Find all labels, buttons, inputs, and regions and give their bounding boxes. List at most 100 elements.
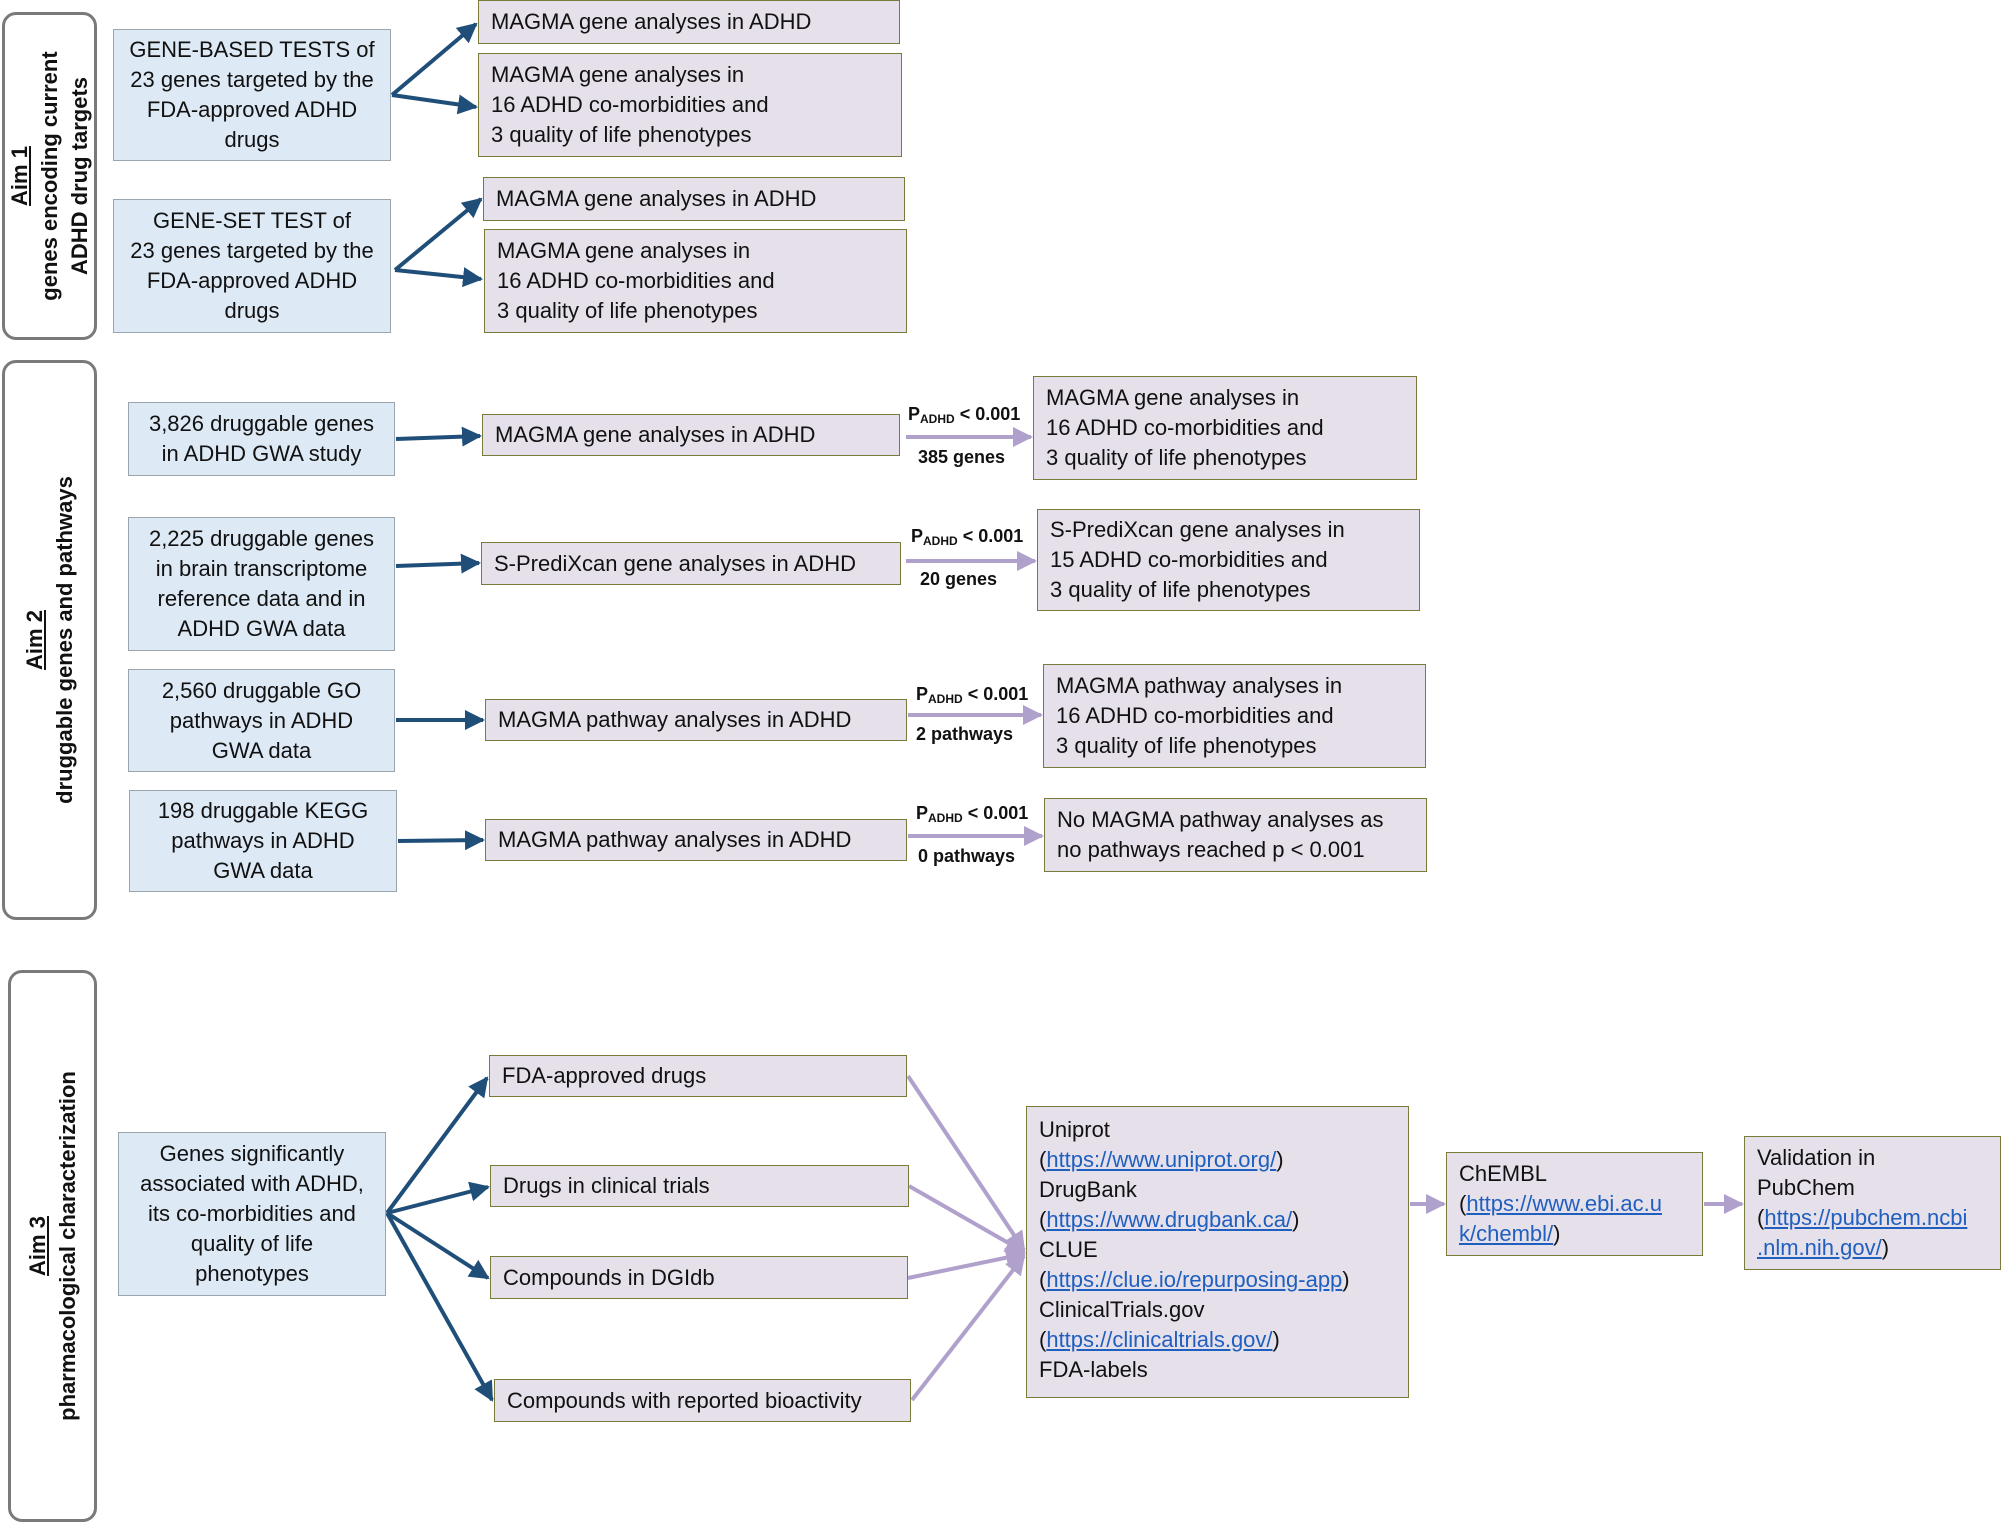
- result-arrow: [910, 1254, 1026, 1402]
- db-text: ): [1292, 1207, 1300, 1232]
- db-text: DrugBank: [1039, 1177, 1137, 1202]
- box-line: in brain transcriptome: [155, 556, 368, 581]
- box-line: 3 quality of life phenotypes: [1050, 577, 1311, 602]
- db-line: PubChem: [1757, 1173, 1988, 1203]
- chembl-link[interactable]: https://www.ebi.ac.u: [1466, 1191, 1662, 1216]
- box-line: MAGMA pathway analyses in ADHD: [498, 707, 852, 732]
- db-text: ): [1342, 1267, 1350, 1292]
- box-line: pathways in ADHD: [171, 828, 355, 853]
- db-text: (: [1039, 1327, 1047, 1352]
- db-text: CLUE: [1039, 1237, 1098, 1262]
- db-line: (https://clue.io/repurposing-app): [1039, 1265, 1396, 1295]
- box-line: GENE-BASED TESTS of: [129, 37, 375, 62]
- db-text: FDA-labels: [1039, 1357, 1148, 1382]
- box-line: Compounds in DGIdb: [503, 1264, 715, 1290]
- no-pathway-analyses-box: No MAGMA pathway analyses as no pathways…: [1044, 798, 1427, 872]
- db-text: ClinicalTrials.gov: [1039, 1297, 1205, 1322]
- spredixcan-adhd-box: S-PrediXcan gene analyses in ADHD: [481, 542, 901, 585]
- db-text: ): [1553, 1221, 1561, 1246]
- box-line: GWA data: [211, 737, 312, 763]
- box-line: MAGMA gene analyses in: [497, 238, 751, 263]
- chembl-link[interactable]: k/chembl/: [1459, 1221, 1554, 1246]
- threshold-p: P: [916, 803, 929, 823]
- threshold-subscript: ADHD: [928, 692, 963, 706]
- druggable-genes-gwa-box: 3,826 druggable genes in ADHD GWA study: [128, 402, 395, 476]
- threshold-value: < 0.001: [957, 526, 1024, 546]
- result-arrow: [907, 1247, 1026, 1280]
- gene-based-adhd-analysis-box: MAGMA gene analyses in ADHD: [478, 0, 900, 44]
- threshold-subscript: ADHD: [920, 412, 955, 426]
- significant-count-label: 20 genes: [920, 569, 998, 589]
- drugbank-link[interactable]: https://www.drugbank.ca/: [1046, 1207, 1293, 1232]
- box-line: its co-morbidities and: [148, 1201, 356, 1226]
- db-line: (https://clinicaltrials.gov/): [1039, 1325, 1396, 1355]
- result-arrow: [908, 1184, 1026, 1254]
- threshold-p: P: [908, 404, 921, 424]
- flow-arrow: [395, 426, 482, 447]
- db-text: ): [1276, 1147, 1284, 1172]
- aim-3-label: Aim 3 pharmacological characterization: [23, 1071, 83, 1421]
- db-line: (https://pubchem.ncbi: [1757, 1203, 1988, 1233]
- aim-1-title-line: genes encoding current: [36, 51, 62, 301]
- db-text: PubChem: [1757, 1175, 1855, 1200]
- box-line: MAGMA pathway analyses in: [1056, 673, 1343, 698]
- magma-gene-adhd-box: MAGMA gene analyses in ADHD: [482, 414, 900, 456]
- gene-set-comorbidity-analysis-box: MAGMA gene analyses in 16 ADHD co-morbid…: [484, 229, 907, 333]
- magma-pathway-go-adhd-box: MAGMA pathway analyses in ADHD: [485, 699, 907, 741]
- box-line: FDA-approved ADHD: [146, 268, 358, 293]
- db-text: ): [1272, 1327, 1280, 1352]
- threshold-label: PADHD < 0.001: [911, 526, 1023, 548]
- box-line: 2,225 druggable genes: [148, 526, 375, 551]
- threshold-p: P: [911, 526, 924, 546]
- fda-approved-drugs-box: FDA-approved drugs: [489, 1055, 907, 1097]
- box-line: S-PrediXcan gene analyses in: [1050, 517, 1345, 542]
- box-line: 23 genes targeted by the: [130, 238, 374, 263]
- aim-1-label: Aim 1 genes encoding current ADHD drug t…: [5, 51, 95, 300]
- db-text: Validation in: [1757, 1145, 1876, 1170]
- uniprot-link[interactable]: https://www.uniprot.org/: [1046, 1147, 1277, 1172]
- aim-1-title-line: ADHD drug targets: [66, 76, 92, 276]
- db-text: (: [1039, 1147, 1047, 1172]
- db-text: ChEMBL: [1459, 1161, 1548, 1186]
- significant-genes-box: Genes significantly associated with ADHD…: [118, 1132, 386, 1296]
- flow-arrow: [394, 267, 483, 288]
- db-line: Validation in: [1757, 1143, 1988, 1173]
- db-line: ClinicalTrials.gov: [1039, 1295, 1396, 1325]
- box-line: in ADHD GWA study: [161, 441, 362, 466]
- aim-3-number: Aim 3: [24, 1216, 50, 1276]
- flow-arrow: [386, 1181, 490, 1215]
- box-line: ADHD GWA data: [177, 616, 346, 641]
- box-line: drugs: [224, 298, 280, 323]
- threshold-label: PADHD < 0.001: [916, 803, 1028, 825]
- box-line: associated with ADHD,: [140, 1171, 364, 1196]
- flow-arrow: [395, 553, 481, 574]
- box-line: 2,560 druggable GO: [161, 677, 362, 703]
- box-line: MAGMA gene analyses in ADHD: [495, 422, 816, 447]
- db-line: DrugBank: [1039, 1175, 1396, 1205]
- dgidb-compounds-box: Compounds in DGIdb: [490, 1256, 908, 1299]
- box-line: 198 druggable KEGG: [157, 798, 369, 823]
- db-line: FDA-labels: [1039, 1355, 1396, 1385]
- box-line: 16 ADHD co-morbidities and: [1046, 415, 1324, 440]
- box-line: MAGMA gene analyses in ADHD: [496, 186, 817, 211]
- clinicaltrials-link[interactable]: https://clinicaltrials.gov/: [1046, 1327, 1273, 1352]
- flow-arrow: [385, 1212, 494, 1402]
- db-line: Uniprot: [1039, 1115, 1396, 1145]
- threshold-value: < 0.001: [962, 684, 1029, 704]
- clue-link[interactable]: https://clue.io/repurposing-app: [1046, 1267, 1343, 1292]
- threshold-subscript: ADHD: [923, 534, 958, 548]
- threshold-label: PADHD < 0.001: [908, 404, 1020, 426]
- db-text: (: [1459, 1191, 1467, 1216]
- pubchem-link[interactable]: https://pubchem.ncbi: [1764, 1205, 1968, 1230]
- box-line: S-PrediXcan gene analyses in ADHD: [494, 550, 856, 576]
- box-line: no pathways reached p < 0.001: [1057, 837, 1365, 862]
- box-line: MAGMA pathway analyses in ADHD: [498, 827, 852, 852]
- box-line: Drugs in clinical trials: [503, 1173, 710, 1198]
- db-text: (: [1757, 1205, 1765, 1230]
- box-line: FDA-approved ADHD: [146, 97, 358, 122]
- box-line: quality of life: [190, 1231, 314, 1256]
- box-line: 3 quality of life phenotypes: [1056, 733, 1317, 758]
- pubchem-link[interactable]: .nlm.nih.gov/: [1757, 1235, 1882, 1260]
- threshold-value: < 0.001: [962, 803, 1029, 823]
- aim-2-label: Aim 2 druggable genes and pathways: [20, 476, 80, 804]
